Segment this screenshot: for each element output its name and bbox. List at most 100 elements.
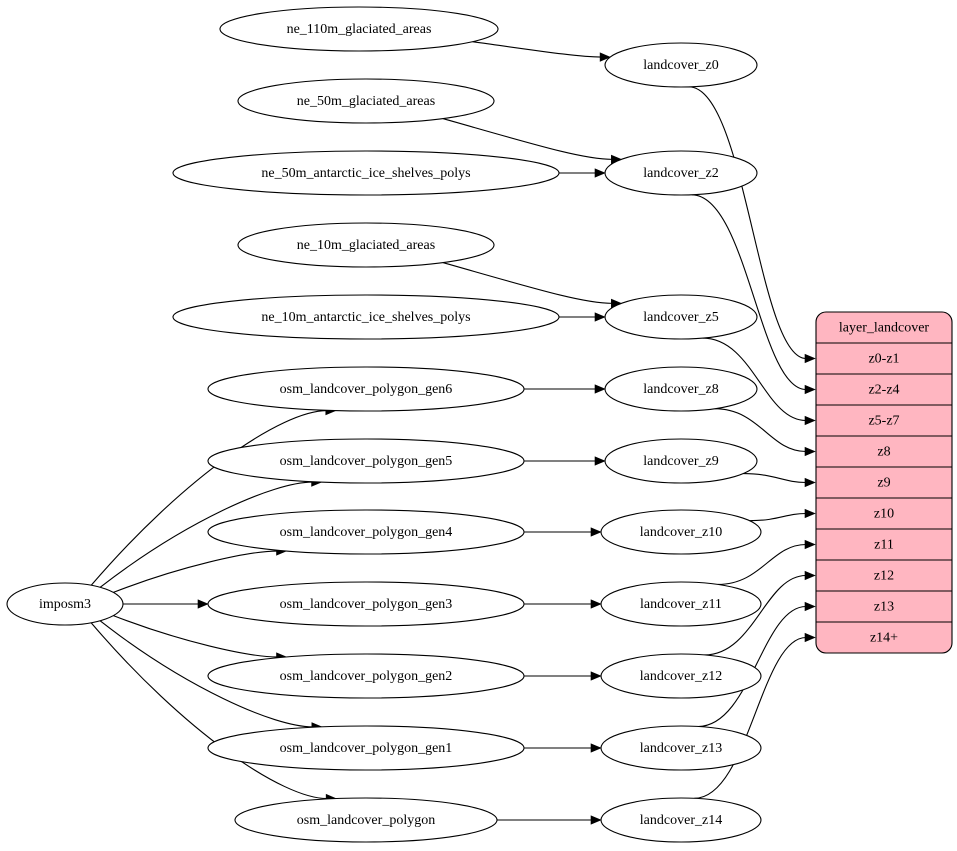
- edge-landcover_z8-to-z8: [714, 408, 807, 453]
- node-ellipse-landcover_z14: [600, 797, 762, 843]
- node-osm_landcover_polygon_gen2[interactable]: osm_landcover_polygon_gen2: [207, 653, 525, 699]
- node-landcover_z14[interactable]: landcover_z14: [600, 797, 762, 843]
- node-landcover_z2[interactable]: landcover_z2: [604, 150, 758, 196]
- edge-arrowhead: [804, 601, 816, 612]
- node-ellipse-imposm3: [6, 582, 124, 626]
- edge-landcover_z12-to-z12: [704, 574, 807, 656]
- node-ellipse-landcover_z11: [600, 581, 762, 627]
- node-ellipse-ne_110m_glaciated_areas: [219, 6, 499, 52]
- node-label-osm_landcover_polygon_gen2: osm_landcover_polygon_gen2: [280, 669, 453, 684]
- node-landcover_z5[interactable]: landcover_z5: [604, 294, 758, 340]
- edge-arrowhead: [594, 312, 606, 322]
- node-label-landcover_z9: landcover_z9: [643, 454, 718, 469]
- node-landcover_z11[interactable]: landcover_z11: [600, 581, 762, 627]
- node-ellipse-osm_landcover_polygon_gen4: [207, 509, 525, 555]
- node-label-osm_landcover_polygon_gen3: osm_landcover_polygon_gen3: [280, 597, 453, 612]
- node-ellipse-landcover_z5: [604, 294, 758, 340]
- record-row-z12[interactable]: z12: [874, 569, 894, 584]
- node-label-ne_10m_antarctic_ice_shelves_polys: ne_10m_antarctic_ice_shelves_polys: [261, 310, 470, 325]
- node-ellipse-landcover_z0: [604, 42, 758, 88]
- record-row-z14-[interactable]: z14+: [870, 631, 898, 646]
- node-label-osm_landcover_polygon_gen4: osm_landcover_polygon_gen4: [280, 525, 453, 540]
- node-label-osm_landcover_polygon: osm_landcover_polygon: [297, 813, 435, 828]
- edge-arrowhead: [804, 477, 816, 488]
- node-osm_landcover_polygon_gen4[interactable]: osm_landcover_polygon_gen4: [207, 509, 525, 555]
- node-label-osm_landcover_polygon_gen1: osm_landcover_polygon_gen1: [280, 741, 453, 756]
- node-osm_landcover_polygon_gen5[interactable]: osm_landcover_polygon_gen5: [207, 438, 525, 484]
- edge-arrowhead: [599, 52, 611, 62]
- node-label-landcover_z10: landcover_z10: [640, 525, 722, 540]
- edge-arrowhead: [804, 570, 816, 581]
- node-landcover_z8[interactable]: landcover_z8: [604, 366, 758, 412]
- record-header-label: layer_landcover: [839, 321, 930, 336]
- edge-imposm3-to-osm_landcover_polygon_gen2: [113, 615, 278, 658]
- edge-arrowhead: [590, 815, 602, 825]
- edge-arrowhead: [804, 353, 816, 364]
- edge-imposm3-to-osm_landcover_polygon_gen5: [99, 481, 313, 588]
- edge-arrowhead: [804, 539, 816, 550]
- edge-arrowhead: [804, 415, 816, 426]
- node-ellipse-osm_landcover_polygon: [234, 797, 498, 843]
- node-label-landcover_z11: landcover_z11: [640, 597, 722, 612]
- node-ellipse-landcover_z12: [600, 653, 762, 699]
- edge-arrowhead: [197, 599, 209, 609]
- node-osm_landcover_polygon_gen1[interactable]: osm_landcover_polygon_gen1: [207, 725, 525, 771]
- node-ellipse-landcover_z2: [604, 150, 758, 196]
- edge-landcover_z13-to-z13: [698, 605, 807, 728]
- node-ne_10m_antarctic_ice_shelves_polys[interactable]: ne_10m_antarctic_ice_shelves_polys: [172, 294, 560, 340]
- node-ellipse-osm_landcover_polygon_gen2: [207, 653, 525, 699]
- node-landcover_z9[interactable]: landcover_z9: [604, 438, 758, 484]
- edge-ne_50m_glaciated_areas-to-landcover_z2: [442, 118, 613, 160]
- edge-arrowhead: [590, 527, 602, 537]
- node-ellipse-landcover_z9: [604, 438, 758, 484]
- edge-imposm3-to-osm_landcover_polygon_gen6: [90, 410, 327, 586]
- edge-arrowhead: [594, 168, 606, 178]
- edge-arrowhead: [804, 384, 816, 395]
- node-label-landcover_z5: landcover_z5: [643, 310, 718, 325]
- edge-arrowhead: [804, 446, 816, 457]
- node-landcover_z12[interactable]: landcover_z12: [600, 653, 762, 699]
- node-label-ne_50m_antarctic_ice_shelves_polys: ne_50m_antarctic_ice_shelves_polys: [261, 166, 470, 181]
- record-node-layer-landcover[interactable]: [815, 311, 953, 654]
- edge-imposm3-to-osm_landcover_polygon_gen1: [99, 620, 313, 728]
- node-label-landcover_z0: landcover_z0: [643, 58, 718, 73]
- record-row-z11[interactable]: z11: [874, 538, 894, 553]
- node-label-ne_10m_glaciated_areas: ne_10m_glaciated_areas: [297, 238, 435, 253]
- node-label-ne_110m_glaciated_areas: ne_110m_glaciated_areas: [287, 22, 432, 37]
- node-landcover_z13[interactable]: landcover_z13: [600, 725, 762, 771]
- edge-imposm3-to-osm_landcover_polygon_gen4: [113, 550, 278, 593]
- node-label-landcover_z2: landcover_z2: [643, 166, 718, 181]
- node-ellipse-ne_50m_glaciated_areas: [237, 78, 495, 124]
- node-ellipse-ne_50m_antarctic_ice_shelves_polys: [172, 150, 560, 196]
- edge-imposm3-to-osm_landcover_polygon: [90, 622, 328, 800]
- node-landcover_z0[interactable]: landcover_z0: [604, 42, 758, 88]
- node-label-landcover_z14: landcover_z14: [640, 813, 722, 828]
- node-ellipse-landcover_z10: [600, 509, 762, 555]
- edge-landcover_z11-to-z11: [717, 543, 807, 586]
- node-label-landcover_z13: landcover_z13: [640, 741, 722, 756]
- record-node-layer: layer_landcover z0-z1 z2-z4 z5-z7 z8 z9 z10 z11…: [815, 311, 953, 654]
- edge-arrowhead: [804, 508, 816, 519]
- record-row-z13[interactable]: z13: [874, 600, 894, 615]
- record-row-z9[interactable]: z9: [877, 476, 890, 491]
- record-row-z5-z7[interactable]: z5-z7: [868, 414, 899, 429]
- edge-landcover_z0-to-z0-z1: [688, 86, 807, 360]
- node-ne_10m_glaciated_areas[interactable]: ne_10m_glaciated_areas: [237, 222, 495, 268]
- record-row-z2-z4[interactable]: z2-z4: [868, 383, 899, 398]
- record-row-z10[interactable]: z10: [874, 507, 894, 522]
- node-osm_landcover_polygon_gen6[interactable]: osm_landcover_polygon_gen6: [207, 366, 525, 412]
- node-label-landcover_z12: landcover_z12: [640, 669, 722, 684]
- node-ne_50m_antarctic_ice_shelves_polys[interactable]: ne_50m_antarctic_ice_shelves_polys: [172, 150, 560, 196]
- node-osm_landcover_polygon_gen3[interactable]: osm_landcover_polygon_gen3: [207, 581, 525, 627]
- node-landcover_z10[interactable]: landcover_z10: [600, 509, 762, 555]
- node-imposm3[interactable]: imposm3: [6, 582, 124, 626]
- record-row-z8[interactable]: z8: [877, 445, 890, 460]
- node-ne_110m_glaciated_areas[interactable]: ne_110m_glaciated_areas: [219, 6, 499, 52]
- edge-landcover_z14-to-z14+: [694, 636, 807, 799]
- edge-landcover_z2-to-z2-z4: [691, 194, 807, 391]
- record-row-z0-z1[interactable]: z0-z1: [868, 352, 899, 367]
- node-osm_landcover_polygon[interactable]: osm_landcover_polygon: [234, 797, 498, 843]
- node-ne_50m_glaciated_areas[interactable]: ne_50m_glaciated_areas: [237, 78, 495, 124]
